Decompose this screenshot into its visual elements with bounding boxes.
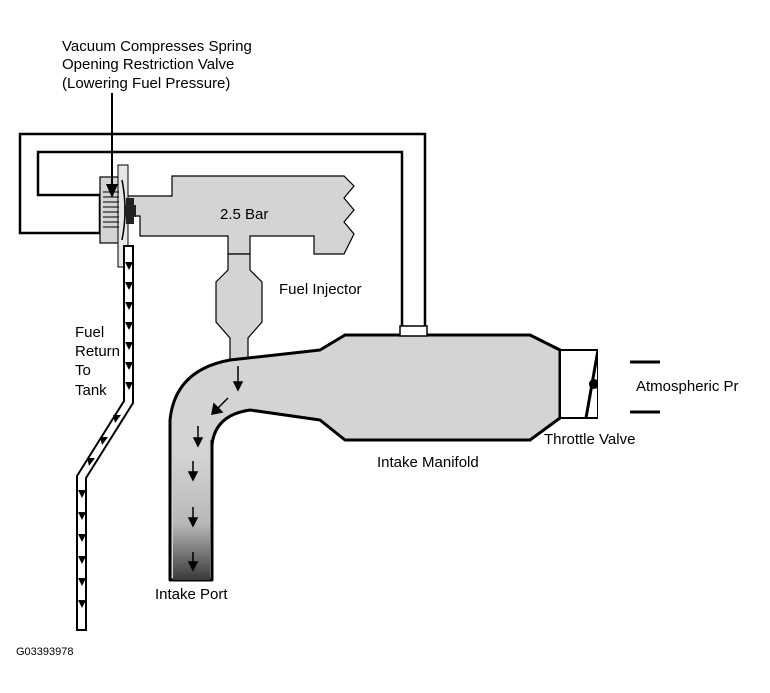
figure-code: G03393978 <box>16 646 74 658</box>
vacuum-callout-line-2: Opening Restriction Valve <box>62 56 234 73</box>
intake-port-label: Intake Port <box>155 586 228 603</box>
fuel-return-label-2: Return <box>75 343 120 360</box>
fuel-return-flow-arrows <box>78 262 133 608</box>
restriction-valve-stem <box>124 205 136 217</box>
fuel-rail <box>121 175 355 255</box>
fuel-return-label-4: Tank <box>75 382 107 399</box>
intake-manifold <box>168 333 562 582</box>
vacuum-tap <box>399 325 428 337</box>
fuel-return-label-3: To <box>75 362 91 379</box>
intake-port-walls <box>168 440 214 580</box>
fuel-return-label-1: Fuel <box>75 324 104 341</box>
fuel-flow-arrows <box>187 366 244 572</box>
pressure-label: 2.5 Bar <box>220 206 268 223</box>
atmosphere-box <box>598 348 630 422</box>
fuel-injector-label: Fuel Injector <box>279 281 362 298</box>
vacuum-callout-line-3: (Lowering Fuel Pressure) <box>62 75 230 92</box>
fuel-injector <box>215 253 263 366</box>
atmospheric-label: Atmospheric Pr <box>636 378 739 395</box>
throttle-valve-label: Throttle Valve <box>544 431 635 448</box>
throttle-valve-pivot <box>589 379 599 389</box>
vacuum-callout-line-1: Vacuum Compresses Spring <box>62 38 252 55</box>
intake-manifold-label: Intake Manifold <box>377 454 479 471</box>
callout-arrowhead <box>106 184 118 198</box>
